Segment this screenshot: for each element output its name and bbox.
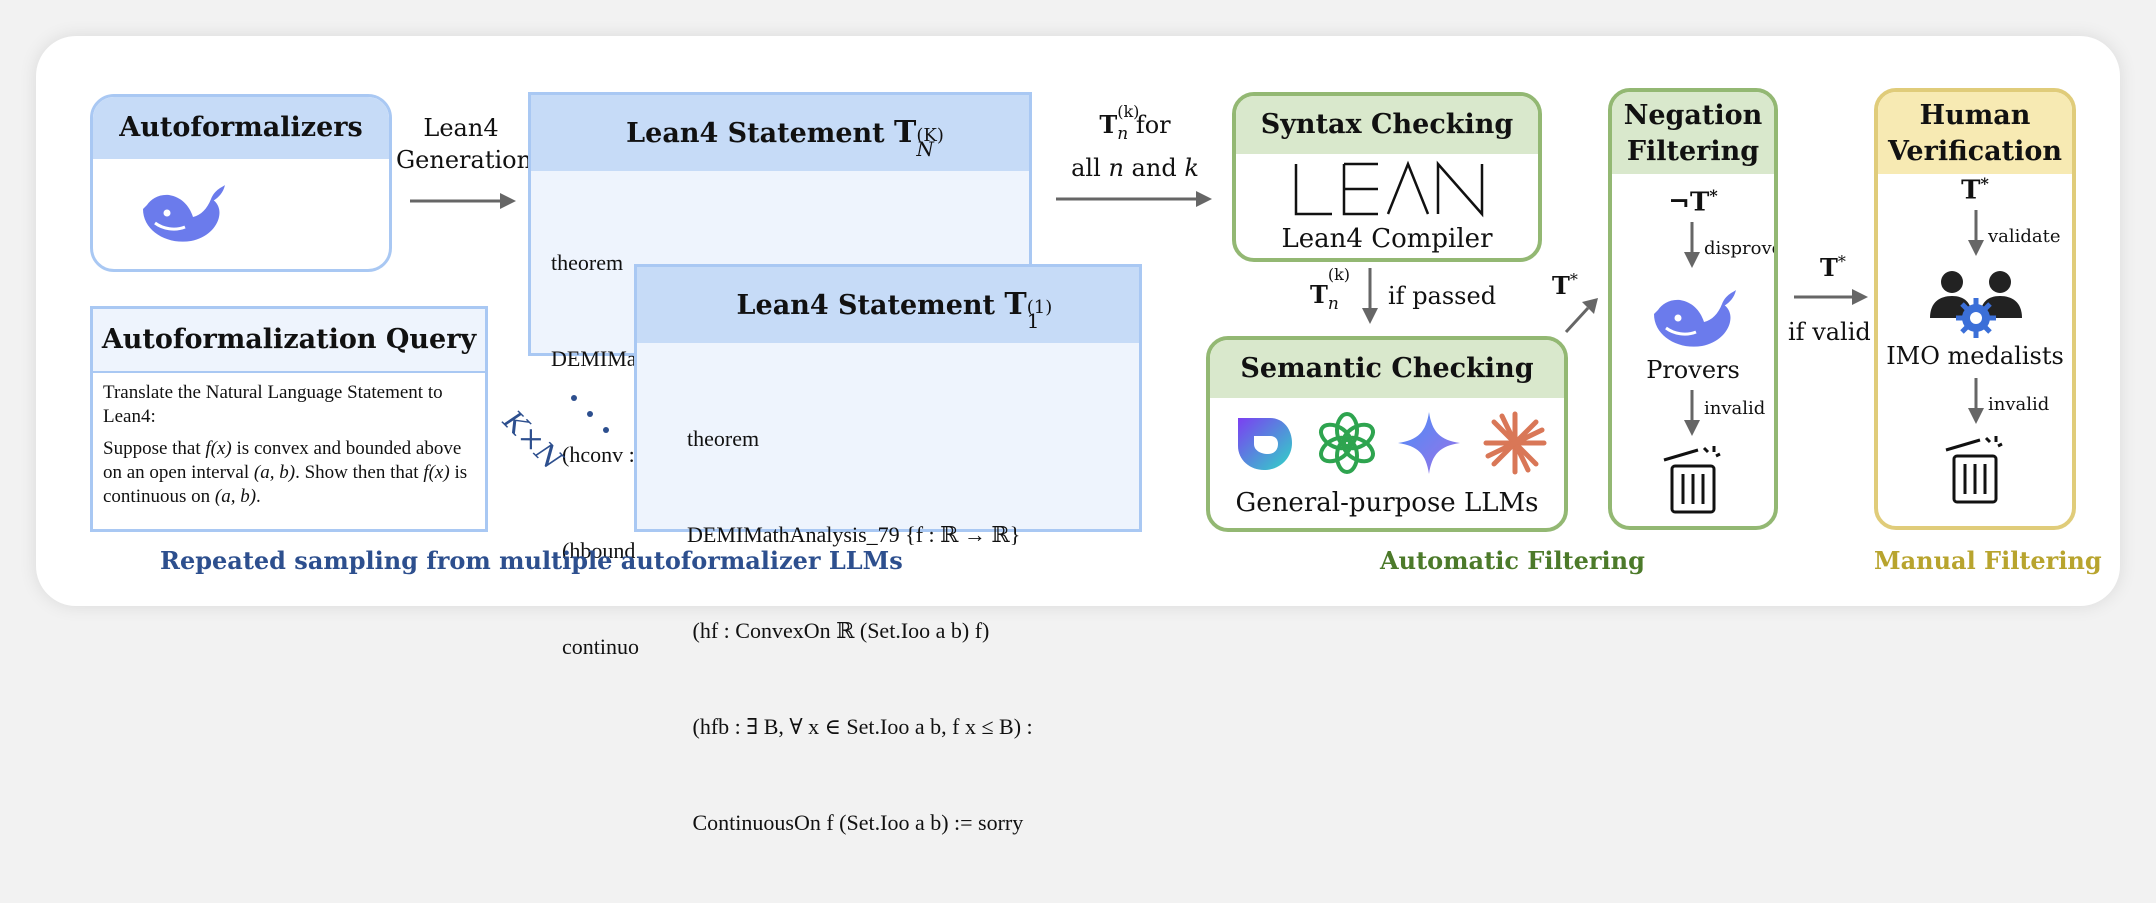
imo-medalists-label: IMO medalists — [1886, 342, 2064, 370]
validate-label: validate — [1988, 226, 2061, 247]
doubao-icon — [1238, 418, 1292, 470]
arrow-to-human — [1794, 289, 1868, 305]
statement-back-title: Lean4 Statement T(K)N — [531, 95, 1029, 171]
openai-icon — [1319, 412, 1375, 474]
arrow-to-syntax — [1056, 191, 1212, 207]
arrow-to-negation — [1564, 298, 1598, 334]
arrow-invalid-human — [1968, 378, 1984, 424]
lean-logo-icon — [1294, 160, 1484, 218]
statement-front-title: Lean4 Statement T(1)1 — [637, 267, 1139, 343]
arrow-invalid-negation — [1684, 390, 1700, 436]
claude-icon — [1483, 411, 1547, 475]
arrow-validate — [1968, 210, 1984, 256]
if-valid-label: if valid — [1788, 318, 1871, 346]
ellipsis-dots — [571, 395, 609, 433]
if-passed-label: if passed — [1388, 282, 1497, 310]
tn-label-passed: T(k)n — [1310, 265, 1351, 314]
prover-whale-icon — [1654, 290, 1736, 347]
autoformalizers-title: Autoformalizers — [93, 97, 389, 159]
gemini-icon — [1398, 412, 1460, 474]
caption-automatic-filtering: Automatic Filtering — [1380, 546, 1645, 575]
tn-for-all-label: T(k)n for all n and k — [1071, 102, 1199, 182]
query-instruction: Translate the Natural Language Statement… — [103, 382, 443, 427]
invalid-label-negation: invalid — [1704, 398, 1766, 419]
trash-icon-human — [1945, 436, 2003, 504]
query-title: Autoformalization Query — [93, 309, 485, 373]
query-statement: Suppose that f(x) is convex and bounded … — [103, 438, 468, 507]
medalists-icon — [1930, 271, 2022, 338]
semantic-checking-box: Semantic Checking General-purpose LLMs — [1206, 336, 1568, 532]
lean4-compiler-label: Lean4 Compiler — [1281, 224, 1493, 254]
caption-manual-filtering: Manual Filtering — [1874, 546, 2102, 575]
invalid-label-human: invalid — [1988, 394, 2050, 415]
syntax-checking-box: Syntax Checking Lean4 Compiler — [1232, 92, 1542, 262]
neg-tstar-label: ¬T* — [1668, 186, 1718, 218]
trash-icon — [1663, 446, 1721, 514]
arrow-to-semantic — [1362, 268, 1378, 324]
lean4-statement-front: Lean4 Statement T(1)1 theorem DEMIMathAn… — [634, 264, 1142, 835]
arrow-to-statements — [410, 193, 516, 209]
caption-repeated-sampling: Repeated sampling from multiple autoform… — [160, 546, 903, 575]
disprove-label: disprove — [1704, 238, 1778, 259]
tstar-diag-label: T* — [1552, 270, 1578, 300]
human-tstar-label: T* — [1961, 174, 1989, 206]
tstar-valid-label: T* — [1820, 252, 1846, 282]
general-purpose-llms-label: General-purpose LLMs — [1235, 488, 1539, 518]
deepseek-whale-icon — [143, 185, 225, 242]
semantic-title: Semantic Checking — [1210, 340, 1564, 398]
autoformalizers-box: Autoformalizers — [90, 94, 392, 272]
provers-label: Provers — [1646, 356, 1740, 384]
syntax-title: Syntax Checking — [1236, 96, 1538, 154]
autoformalization-query-box: Autoformalization Query Translate the Na… — [90, 306, 488, 532]
lean4-generation-label: Lean4 Generation — [396, 114, 533, 174]
lean4-statement-back: Lean4 Statement T(K)N theorem DEMIMathAn… — [528, 92, 1032, 659]
arrow-disprove — [1684, 222, 1700, 268]
